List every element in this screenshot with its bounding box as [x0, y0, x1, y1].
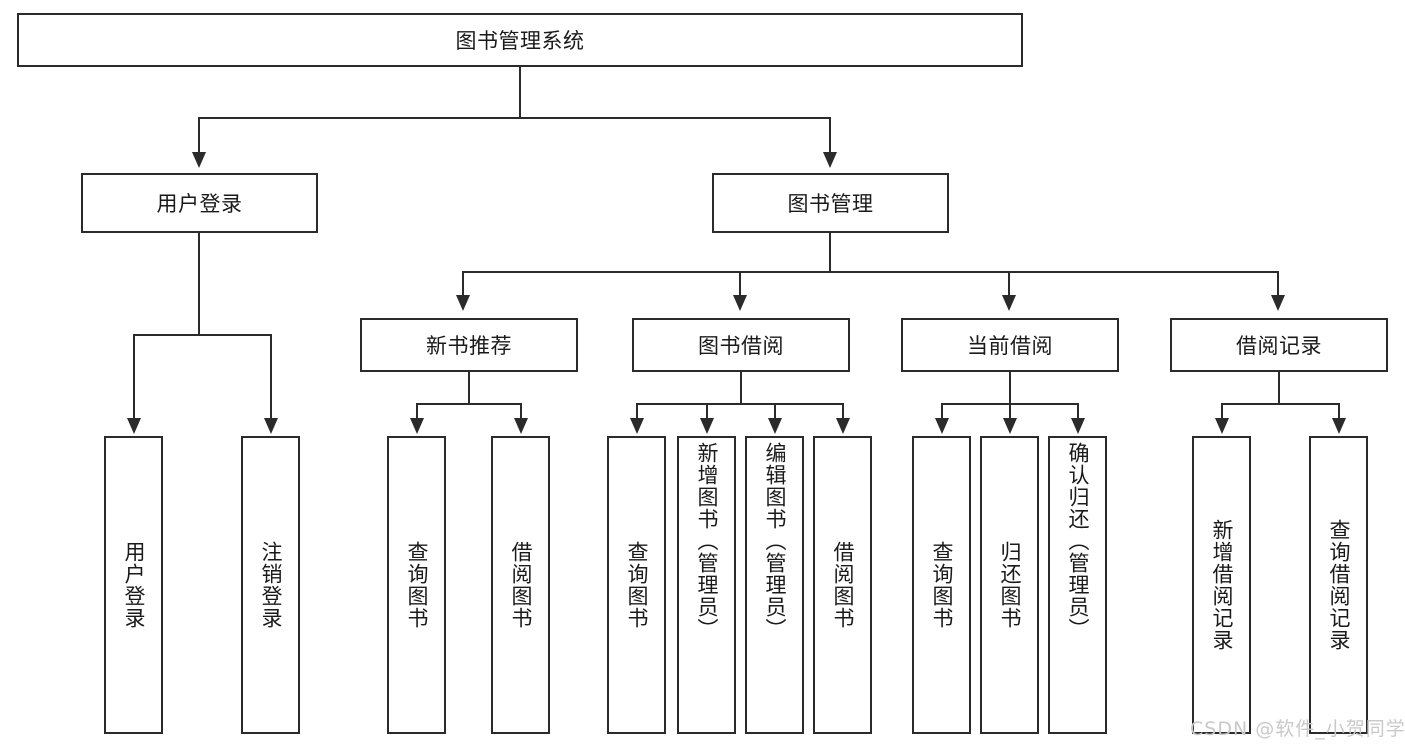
edge-borrow-record-bus [1221, 403, 1338, 405]
arrow-current-borrow-to-leaf-1 [1003, 418, 1017, 434]
edge-user-login-bus [133, 334, 271, 336]
arrow-borrow-record-to-leaf-1 [1332, 418, 1346, 434]
node-root-system[interactable]: 图书管理系统 [17, 13, 1023, 67]
leaf-label: 用户登录 [121, 541, 146, 629]
leaf-label: 新增借阅记录 [1209, 519, 1234, 651]
leaf-borrow-record-0[interactable]: 新增借阅记录 [1192, 436, 1251, 734]
edge-borrow-record-to-leaf-0 [1221, 403, 1223, 420]
leaf-book-borrow-0[interactable]: 查询图书 [607, 436, 666, 734]
arrow-root-to-book-mgmt [823, 152, 837, 168]
arrow-user-login-to-leaf-1 [264, 418, 278, 434]
leaf-book-borrow-3[interactable]: 借阅图书 [813, 436, 872, 734]
arrow-book-mgmt-to-l3-2 [1002, 295, 1016, 311]
arrow-root-to-user-login [192, 152, 206, 168]
edge-borrow-record-to-leaf-1 [1338, 403, 1340, 420]
leaf-label: 借阅图书 [830, 541, 855, 629]
arrow-book-mgmt-to-l3-0 [456, 295, 470, 311]
node-new-book-recommend[interactable]: 新书推荐 [360, 318, 578, 372]
edge-book-mgmt-to-l3-0 [462, 271, 464, 301]
leaf-current-borrow-1[interactable]: 归还图书 [980, 436, 1039, 734]
edge-book-borrow-to-leaf-0 [636, 403, 638, 420]
leaf-current-borrow-2[interactable]: 确认归还（管理员） [1048, 436, 1107, 734]
leaf-user-login-0[interactable]: 用户登录 [104, 436, 163, 734]
edge-book-borrow-stem [740, 372, 742, 404]
arrow-current-borrow-to-leaf-0 [935, 418, 949, 434]
leaf-label: 新增图书（管理员） [694, 442, 719, 640]
arrow-book-borrow-to-leaf-1 [700, 418, 714, 434]
node-label: 新书推荐 [426, 334, 512, 358]
edge-current-borrow-stem [1009, 372, 1011, 404]
arrow-book-mgmt-to-l3-1 [733, 295, 747, 311]
edge-new-book-stem [468, 372, 470, 404]
edge-user-login-to-leaf-0 [133, 334, 135, 420]
leaf-book-borrow-1[interactable]: 新增图书（管理员） [677, 436, 736, 734]
edge-book-borrow-to-leaf-1 [706, 403, 708, 420]
edge-new-book-bus [416, 403, 522, 405]
node-book-management[interactable]: 图书管理 [712, 173, 949, 233]
edge-book-mgmt-to-l3-3 [1277, 271, 1279, 301]
arrow-current-borrow-to-leaf-2 [1071, 418, 1085, 434]
leaf-new-book-recommend-1[interactable]: 借阅图书 [491, 436, 550, 734]
edge-book-mgmt-bus [462, 271, 1279, 273]
leaf-label: 查询图书 [624, 541, 649, 629]
edge-book-borrow-bus [636, 403, 844, 405]
edge-new-book-to-leaf-0 [416, 403, 418, 420]
node-current-borrow[interactable]: 当前借阅 [901, 318, 1119, 372]
node-book-borrow[interactable]: 图书借阅 [632, 318, 850, 372]
edge-root-to-book-mgmt [829, 117, 831, 155]
edge-current-borrow-to-leaf-0 [941, 403, 943, 420]
leaf-label: 借阅图书 [508, 541, 533, 629]
edge-root-bus [198, 117, 831, 119]
edge-root-stem [519, 67, 521, 119]
edge-book-mgmt-to-l3-1 [739, 271, 741, 301]
edge-current-borrow-to-leaf-2 [1077, 403, 1079, 420]
leaf-label: 查询借阅记录 [1326, 519, 1351, 651]
node-label: 图书借阅 [698, 334, 784, 358]
edge-book-borrow-to-leaf-2 [774, 403, 776, 420]
csdn-watermark: CSDN @软件_小贺同学 [1190, 718, 1405, 740]
edge-borrow-record-stem [1278, 372, 1280, 404]
leaf-user-login-1[interactable]: 注销登录 [241, 436, 300, 734]
edge-book-mgmt-stem [829, 233, 831, 272]
leaf-label: 确认归还（管理员） [1065, 442, 1090, 640]
node-label: 用户登录 [156, 192, 243, 216]
leaf-label: 注销登录 [258, 541, 283, 629]
leaf-label: 归还图书 [997, 541, 1022, 629]
arrow-book-borrow-to-leaf-3 [836, 418, 850, 434]
edge-book-borrow-to-leaf-3 [842, 403, 844, 420]
node-label: 图书管理系统 [455, 29, 585, 53]
arrow-new-book-to-leaf-1 [514, 418, 528, 434]
node-user-login[interactable]: 用户登录 [81, 173, 318, 233]
leaf-new-book-recommend-0[interactable]: 查询图书 [387, 436, 446, 734]
arrow-book-borrow-to-leaf-2 [768, 418, 782, 434]
leaf-borrow-record-1[interactable]: 查询借阅记录 [1309, 436, 1368, 734]
arrow-book-borrow-to-leaf-0 [630, 418, 644, 434]
edge-book-mgmt-to-l3-2 [1008, 271, 1010, 301]
edge-user-login-to-leaf-1 [270, 334, 272, 420]
edge-new-book-to-leaf-1 [520, 403, 522, 420]
leaf-label: 查询图书 [929, 541, 954, 629]
leaf-label: 查询图书 [404, 541, 429, 629]
arrow-new-book-to-leaf-0 [410, 418, 424, 434]
edge-user-login-stem [198, 233, 200, 335]
node-label: 当前借阅 [967, 334, 1053, 358]
node-label: 图书管理 [787, 192, 874, 216]
arrow-user-login-to-leaf-0 [127, 418, 141, 434]
edge-current-borrow-to-leaf-1 [1009, 403, 1011, 420]
leaf-book-borrow-2[interactable]: 编辑图书（管理员） [745, 436, 804, 734]
arrow-borrow-record-to-leaf-0 [1215, 418, 1229, 434]
node-label: 借阅记录 [1236, 334, 1322, 358]
leaf-label: 编辑图书（管理员） [762, 442, 787, 640]
node-borrow-record[interactable]: 借阅记录 [1170, 318, 1388, 372]
edge-root-to-user-login [198, 117, 200, 155]
leaf-current-borrow-0[interactable]: 查询图书 [912, 436, 971, 734]
arrow-book-mgmt-to-l3-3 [1271, 295, 1285, 311]
